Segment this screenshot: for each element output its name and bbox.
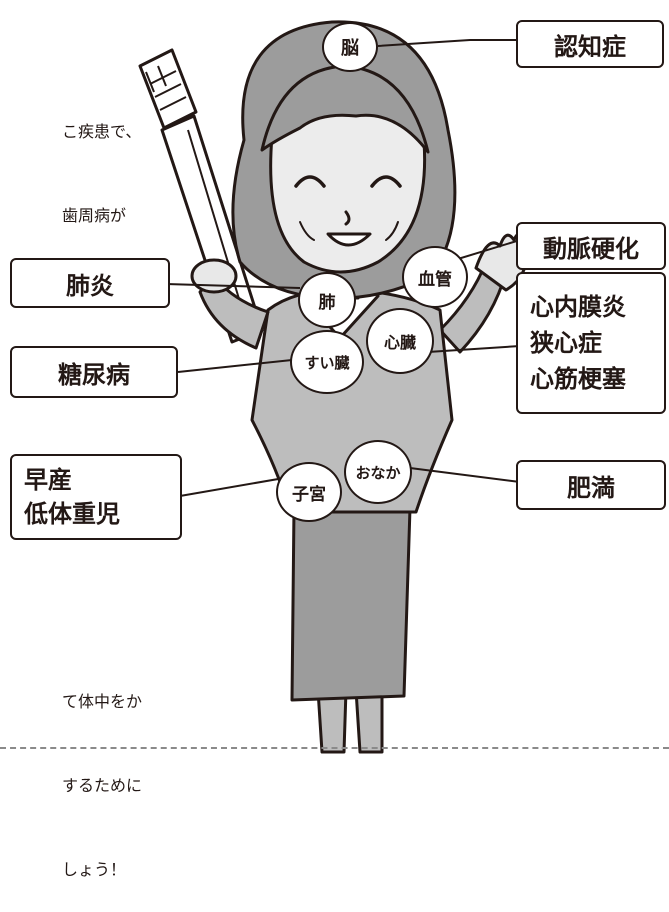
label-arteriosclerosis-text: 動脈硬化 xyxy=(543,234,639,263)
organ-belly: おなか xyxy=(344,440,412,504)
label-diabetes-text: 糖尿病 xyxy=(58,360,130,389)
organ-uterus: 子宮 xyxy=(276,462,342,522)
label-premature-birth-text: 早産 xyxy=(24,466,72,494)
outro-line-1: て体中をか xyxy=(62,692,143,711)
connector-pneumonia xyxy=(165,283,301,289)
organ-brain-text: 脳 xyxy=(341,38,359,59)
label-obesity: 肥満 xyxy=(516,460,666,510)
label-birth-risks: 早産 低体重児 xyxy=(10,454,182,540)
organ-heart-text: 心臓 xyxy=(383,333,416,352)
connector-obesity xyxy=(409,467,521,483)
label-pneumonia: 肺炎 xyxy=(10,258,170,308)
organ-pancreas-text: すい臓 xyxy=(304,353,350,372)
intro-line-1: こ疾患で、 xyxy=(62,122,142,141)
outro-line-3: しょう！ xyxy=(62,860,127,879)
label-dementia: 認知症 xyxy=(516,20,664,68)
label-heart-diseases: 心内膜炎 狭心症 心筋梗塞 xyxy=(516,272,666,414)
label-low-birth-weight-text: 低体重児 xyxy=(24,500,120,528)
label-dementia-text: 認知症 xyxy=(554,32,626,61)
label-angina-text: 狭心症 xyxy=(530,329,602,357)
intro-line-2: 歯周病が xyxy=(62,206,127,225)
connector-lines xyxy=(165,39,521,497)
organ-lung-text: 肺 xyxy=(318,292,336,313)
outro-text: て体中をか するために しょう！ xyxy=(62,632,142,912)
organ-vessel: 血管 xyxy=(402,246,468,308)
organ-vessel-text: 血管 xyxy=(418,269,452,290)
connector-diabetes xyxy=(177,359,293,373)
organ-belly-text: おなか xyxy=(355,463,401,482)
connector-dementia xyxy=(377,39,518,47)
woman-figure xyxy=(190,20,529,754)
connector-birth xyxy=(179,477,285,497)
organ-pancreas: すい臓 xyxy=(290,330,364,394)
organ-uterus-text: 子宮 xyxy=(292,484,326,505)
organ-heart: 心臓 xyxy=(366,308,434,374)
label-arteriosclerosis: 動脈硬化 xyxy=(516,222,666,270)
organ-lung: 肺 xyxy=(298,272,356,328)
label-diabetes: 糖尿病 xyxy=(10,346,178,398)
organ-brain: 脳 xyxy=(322,22,378,72)
label-obesity-text: 肥満 xyxy=(567,473,615,502)
label-pneumonia-text: 肺炎 xyxy=(66,271,114,300)
outro-line-2: するために xyxy=(62,776,143,795)
connector-heart xyxy=(427,345,521,353)
dashed-divider xyxy=(0,747,669,749)
label-endocarditis-text: 心内膜炎 xyxy=(530,293,626,321)
label-myocardial-infarction-text: 心筋梗塞 xyxy=(530,365,626,393)
